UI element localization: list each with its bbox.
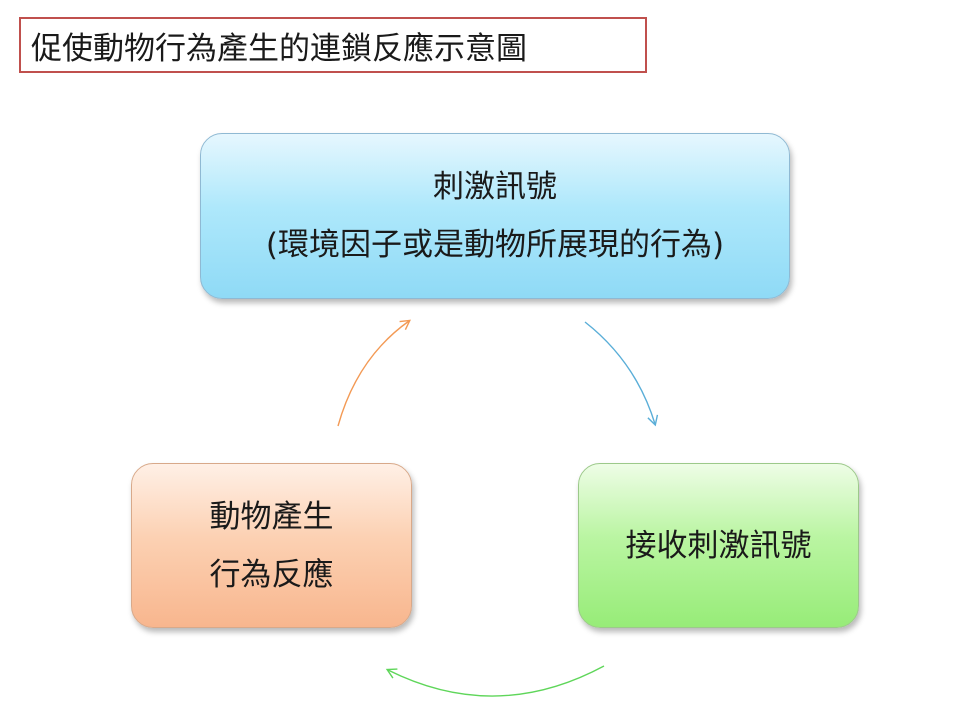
arrow-reception-to-behavior [385,665,605,697]
title-box: 促使動物行為產生的連鎖反應示意圖 [19,17,647,73]
arrow-behavior-to-stimulus [337,319,411,427]
behavior-response-label-line2: 行為反應 [209,556,334,593]
stimulus-signal-node: 刺激訊號 (環境因子或是動物所展現的行為) [200,133,790,299]
diagram-title: 促使動物行為產生的連鎖反應示意圖 [31,30,527,67]
receive-stimulus-node: 接收刺激訊號 [578,463,859,628]
stimulus-signal-label: 刺激訊號 [433,169,557,205]
behavior-response-node: 動物產生 行為反應 [131,463,412,628]
arrow-stimulus-to-reception [584,321,659,427]
receive-stimulus-label: 接收刺激訊號 [625,527,812,564]
behavior-response-label-line1: 動物產生 [209,498,334,535]
stimulus-signal-description: (環境因子或是動物所展現的行為) [265,227,725,263]
